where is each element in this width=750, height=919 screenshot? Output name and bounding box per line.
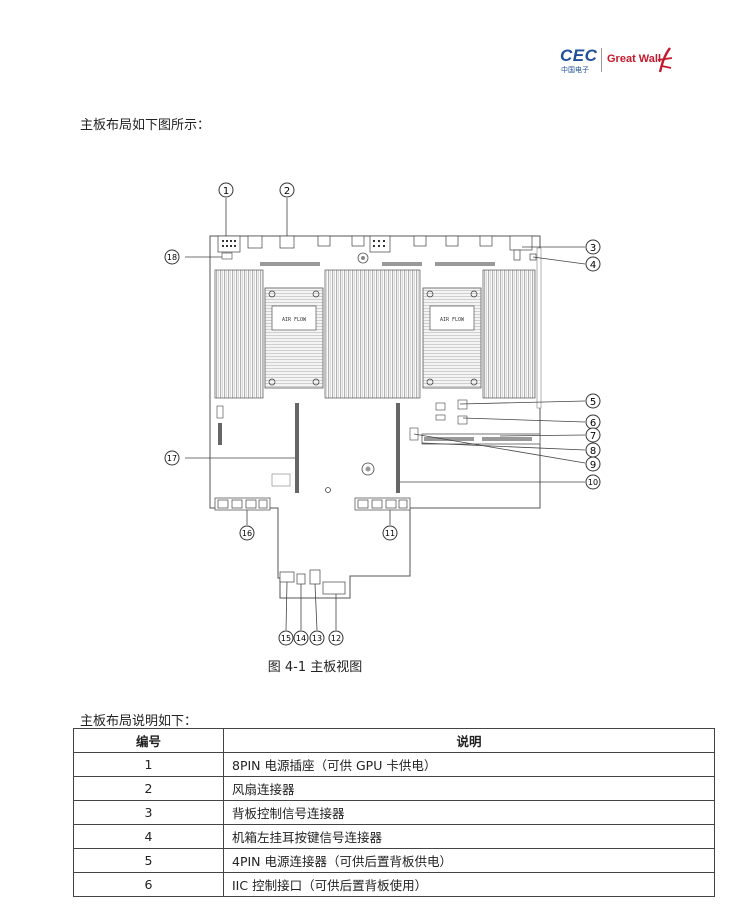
callout-markers: 1 2 3 4 5 6 7 8 9 10 11 12 13 14 15 16 1… [164,182,601,646]
row-number: 3 [73,800,224,825]
row-number: 4 [73,824,224,849]
top-connector-row [217,235,533,253]
logo-cec-subtext: 中国电子 [561,66,589,74]
callout-15: 15 [278,630,294,646]
table-row: 1 8PIN 电源插座（可供 GPU 卡供电） [73,752,715,777]
table-row: 6 IIC 控制接口（可供后置背板使用） [73,872,715,897]
header-number: 编号 [73,728,224,753]
callout-8: 8 [585,442,601,458]
greatwall-emblem-icon [657,47,673,73]
callout-15-label: 15 [281,634,291,643]
table-header-row: 编号 说明 [73,728,715,753]
callout-3: 3 [585,239,601,255]
callout-17: 17 [164,450,180,466]
row-description: 机箱左挂耳按键信号连接器 [223,824,715,849]
table-row: 4 机箱左挂耳按键信号连接器 [73,824,715,849]
callout-6-label: 6 [590,418,596,429]
callout-10-label: 10 [588,478,598,487]
row-description: 背板控制信号连接器 [223,800,715,825]
callout-4-label: 4 [590,260,596,271]
callout-5-label: 5 [590,397,596,408]
logo-divider [601,48,602,72]
row-description: 4PIN 电源连接器（可供后置背板供电） [223,848,715,873]
layout-spec-table: 编号 说明 1 8PIN 电源插座（可供 GPU 卡供电） 2 风扇连接器 3 … [73,728,715,897]
callout-18: 18 [164,249,180,265]
callout-12-label: 12 [331,634,341,643]
callout-11-label: 11 [385,529,395,538]
callout-8-label: 8 [590,446,596,457]
figure-caption-text: 图 4-1 主板视图 [267,660,363,675]
row-description: 8PIN 电源插座（可供 GPU 卡供电） [223,752,715,777]
airflow-label-right: AIR FLOW [440,317,465,323]
callout-1: 1 [218,182,234,198]
callout-10: 10 [585,474,601,490]
figure-caption: 图 4-1 主板视图 [0,656,750,675]
bottom-connector-right [354,497,411,511]
row-number: 1 [73,752,224,777]
callout-5: 5 [585,393,601,409]
airflow-label-left: AIR FLOW [282,317,307,323]
dimm-banks [214,269,536,399]
callout-14-label: 14 [296,634,306,643]
callout-1-label: 1 [223,186,229,197]
motherboard-diagram: AIR FLOW AIR FLOW [164,182,601,646]
callout-2-label: 2 [284,186,290,197]
callout-2: 2 [279,182,295,198]
intro-text: 主板布局如下图所示： [80,118,211,133]
callout-12: 12 [328,630,344,646]
callout-11: 11 [382,525,398,541]
callout-7: 7 [585,427,601,443]
callout-3-label: 3 [590,243,596,254]
logo-greatwall-text: Great Wall [607,53,661,65]
table-row: 3 背板控制信号连接器 [73,800,715,825]
callout-9-label: 9 [590,460,596,471]
callout-14: 14 [293,630,309,646]
company-logo: CEC 中国电子 Great Wall [560,46,680,76]
bottom-connector-left [214,497,271,511]
layout-description-title: 主板布局说明如下： [80,714,198,729]
table-row: 2 风扇连接器 [73,776,715,801]
callout-9: 9 [585,456,601,472]
row-number: 5 [73,848,224,873]
header-description: 说明 [223,728,715,753]
cpu-socket-right: AIR FLOW [422,287,482,389]
row-number: 2 [73,776,224,801]
callout-16: 16 [239,525,255,541]
callout-18-label: 18 [167,253,177,262]
cpu-socket-left: AIR FLOW [264,287,324,389]
callout-13-label: 13 [312,634,322,643]
callout-13: 13 [309,630,325,646]
callout-17-label: 17 [167,454,177,463]
callout-4: 4 [585,256,601,272]
rear-io-area [279,569,346,595]
row-description: IIC 控制接口（可供后置背板使用） [223,872,715,897]
callout-7-label: 7 [590,431,596,442]
table-row: 5 4PIN 电源连接器（可供后置背板供电） [73,848,715,873]
callout-6: 6 [585,414,601,430]
callout-16-label: 16 [242,529,252,538]
logo-cec-text: CEC [560,46,598,65]
row-number: 6 [73,872,224,897]
row-description: 风扇连接器 [223,776,715,801]
